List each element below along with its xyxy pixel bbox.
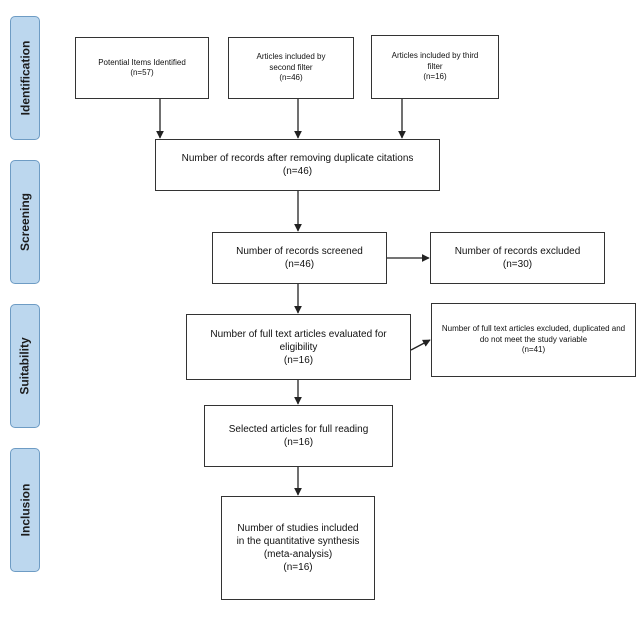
box-screened: Number of records screened (n=46) bbox=[212, 232, 387, 284]
box-full-reading-text: Selected articles for full reading bbox=[228, 424, 369, 435]
box-meta-analysis: Number of studies included in the quanti… bbox=[221, 496, 375, 600]
box-excluded-text: Number of records excluded bbox=[454, 246, 581, 257]
box-after-duplicates-text: Number of records after removing duplica… bbox=[181, 153, 414, 164]
box-excluded: Number of records excluded (n=30) bbox=[430, 232, 605, 284]
box-fulltext-evaluated-text: Number of full text articles evaluated f… bbox=[210, 328, 387, 353]
phase-identification: Identification bbox=[10, 16, 40, 140]
box-fulltext-evaluated-count: (n=16) bbox=[283, 354, 314, 366]
box-after-duplicates: Number of records after removing duplica… bbox=[155, 139, 440, 191]
box-meta-analysis-text: Number of studies included in the quanti… bbox=[236, 523, 360, 560]
box-second-filter: Articles included by second filter (n=46… bbox=[228, 37, 354, 99]
box-fulltext-excluded-text: Number of full text articles excluded, d… bbox=[441, 324, 626, 344]
phase-inclusion: Inclusion bbox=[10, 448, 40, 572]
box-third-filter-text: Articles included by third filter bbox=[391, 51, 479, 71]
box-potential-items-text: Potential Items Identified bbox=[98, 57, 186, 67]
box-full-reading: Selected articles for full reading (n=16… bbox=[204, 405, 393, 467]
box-fulltext-excluded-count: (n=41) bbox=[521, 345, 546, 355]
box-fulltext-evaluated: Number of full text articles evaluated f… bbox=[186, 314, 411, 380]
box-excluded-count: (n=30) bbox=[502, 259, 533, 270]
box-potential-items: Potential Items Identified (n=57) bbox=[75, 37, 209, 99]
box-potential-items-count: (n=57) bbox=[130, 68, 154, 77]
box-screened-count: (n=46) bbox=[284, 259, 315, 270]
phase-screening: Screening bbox=[10, 160, 40, 284]
box-fulltext-excluded: Number of full text articles excluded, d… bbox=[431, 303, 636, 377]
box-third-filter: Articles included by third filter (n=16) bbox=[371, 35, 499, 99]
box-second-filter-text: Articles included by second filter bbox=[256, 52, 326, 72]
box-second-filter-count: (n=46) bbox=[279, 73, 303, 83]
box-screened-text: Number of records screened bbox=[236, 246, 363, 257]
box-after-duplicates-count: (n=46) bbox=[282, 166, 313, 177]
box-full-reading-count: (n=16) bbox=[283, 437, 314, 448]
box-meta-analysis-count: (n=16) bbox=[283, 562, 313, 573]
box-third-filter-count: (n=16) bbox=[423, 72, 447, 82]
phase-suitability: Suitability bbox=[10, 304, 40, 428]
arrow-fulltext-to-excluded bbox=[410, 339, 431, 351]
